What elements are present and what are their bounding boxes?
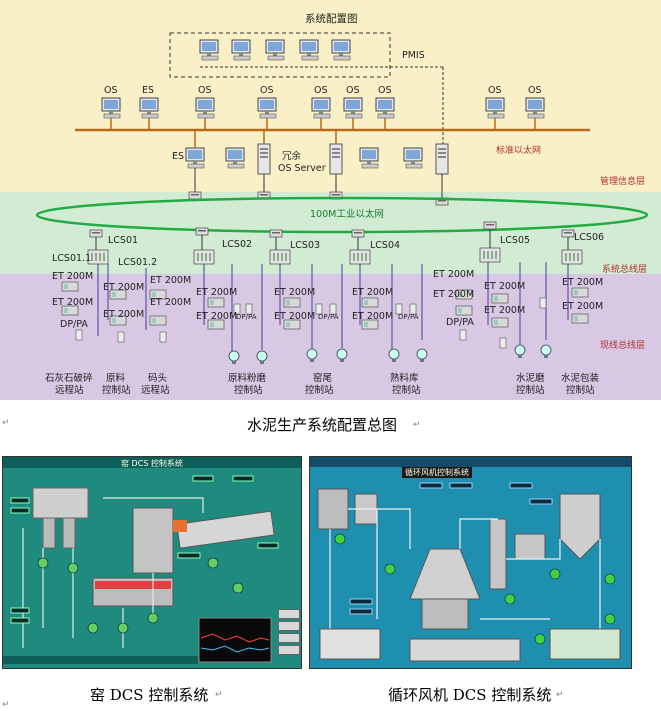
kiln-screen-title: 窑 DCS 控制系统 [121,459,183,468]
station-label: 控制站 [234,385,263,396]
kiln-process-graphic [3,475,279,664]
station-label: 控制站 [305,385,334,396]
redundant-label: 冗余 [282,151,302,162]
system-config-diagram: 系统配置图 PMIS OS ES OS OS OS OS OS OS OS 标准… [0,0,661,400]
fan-topbar [310,457,631,467]
os-label: OS [528,85,542,96]
lcs-label: LCS05 [500,235,531,246]
fan-screen-title: 循环风机控制系统 [402,467,472,478]
paragraph-mark: ↵ [2,700,10,710]
pmis-label: PMIS [402,50,425,61]
lcs-label: LCS06 [574,232,605,243]
station-label: 水泥包装 [561,373,600,384]
et200m-label: ET 200M [103,309,145,320]
os-label: OS [488,85,502,96]
station-label: 控制站 [102,385,131,396]
et200m-label: ET 200M [562,277,604,288]
station-label: 窑尾 [313,373,333,384]
station-label: 石灰石破碎 [45,373,93,384]
et200m-label: ET 200M [150,275,192,286]
et200m-label: ET 200M [196,287,238,298]
station-label: 水泥磨 [516,373,545,384]
kiln-nav-button[interactable] [278,633,300,643]
et200m-label: ET 200M [274,287,316,298]
et200m-label: ET 200M [433,269,475,280]
os-label: OS [314,85,328,96]
dppa-label: DP/PA [60,319,88,330]
os-label: OS [104,85,118,96]
kiln-nav-button[interactable] [278,609,300,619]
kiln-nav-button[interactable] [278,645,300,655]
paragraph-mark: ↵ [413,420,421,430]
et200m-label: ET 200M [433,289,475,300]
station-label: 远程站 [55,385,84,396]
fan-caption: 循环风机 DCS 控制系统 [388,686,552,704]
lcs-label: LCS01.2 [118,257,158,268]
kiln-titlebar [3,457,301,468]
et200m-label: ET 200M [352,287,394,298]
et200m-label: ET 200M [484,281,526,292]
std-ethernet-label: 标准以太网 [496,146,542,156]
et200m-label: ET 200M [274,311,316,322]
station-label: 控制站 [516,385,545,396]
diagram-graphics [35,32,649,365]
fan-process-graphic [317,482,621,662]
kiln-caption: 窑 DCS 控制系统 [90,686,209,704]
station-label: 控制站 [392,385,421,396]
et200m-label: ET 200M [103,282,145,293]
et200m-label: ET 200M [562,301,604,312]
station-label: 熟料库 [390,373,419,384]
industrial-ethernet-label: 100M工业以太网 [310,209,384,220]
station-label: 控制站 [566,385,595,396]
station-label: 远程站 [141,385,170,396]
kiln-dcs-screenshot: 窑 DCS 控制系统 [2,456,302,669]
field-bus-layer-label: 现线总线层 [600,341,646,351]
os-server-label: OS Server [278,163,326,174]
es-label: ES [142,85,155,96]
et200m-label: ET 200M [352,311,394,322]
lcs-label: LCS02 [222,239,253,250]
lcs-label: LCS04 [370,240,401,251]
lcs-label: LCS01 [108,235,139,246]
station-label: 原料粉磨 [228,373,267,384]
fan-dcs-screenshot: 循环风机控制系统 [309,456,632,669]
os-label: OS [378,85,392,96]
lcs-label: LCS01.1 [52,253,92,264]
station-label: 原料 [106,373,126,384]
paragraph-mark: ↵ [215,690,223,700]
diagram-title: 系统配置图 [305,13,358,25]
paragraph-mark: ↵ [2,418,10,428]
et200m-label: ET 200M [52,271,94,282]
lcs-label: LCS03 [290,240,321,251]
et200m-label: ET 200M [52,297,94,308]
dppa-label: DP/PA [398,313,419,321]
et200m-label: ET 200M [484,305,526,316]
os-label: OS [198,85,212,96]
et200m-label: ET 200M [196,311,238,322]
kiln-nav-button[interactable] [278,621,300,631]
station-label: 码头 [148,373,168,384]
paragraph-mark: ↵ [556,690,564,700]
es-label: ES [172,151,185,162]
dppa-label: DP/PA [318,313,339,321]
main-caption: 水泥生产系统配置总图 [247,416,398,434]
os-label: OS [346,85,360,96]
dppa-label: DP/PA [446,317,474,328]
mgmt-layer-label: 管理信息层 [600,177,646,187]
system-bus-layer-label: 系统总线层 [602,265,648,275]
et200m-label: ET 200M [150,297,192,308]
os-label: OS [260,85,274,96]
dppa-label: DP/PA [236,313,257,321]
